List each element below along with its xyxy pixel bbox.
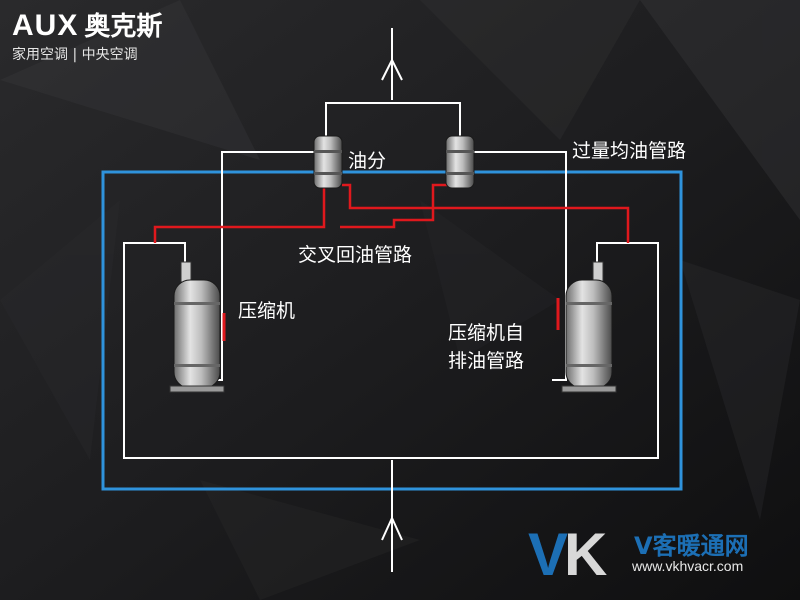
compressor-label: 压缩机 <box>238 300 296 322</box>
watermark-url: www.vkhvacr.com <box>632 558 744 574</box>
brand-logo-text: AUX <box>12 9 79 42</box>
cross-return-label: 交叉回油管路 <box>298 244 413 266</box>
self-discharge-oil-line <box>222 298 560 341</box>
watermark-logo: VK <box>528 520 607 589</box>
inlet-pipe <box>381 460 403 572</box>
oil-separator-left <box>313 135 343 189</box>
watermark-logo-k: K <box>564 521 608 588</box>
self-discharge-label-line1: 压缩机自 <box>448 322 525 344</box>
compressor-left <box>169 261 225 393</box>
compressor-right <box>561 261 617 393</box>
brand-tagline: 家用空调 | 中央空调 <box>12 47 138 63</box>
equalizing-line-label: 过量均油管路 <box>572 140 687 162</box>
oil-separator-right <box>445 135 475 189</box>
outlet-pipe <box>381 28 403 100</box>
oil-separator-label: 油分 <box>348 150 387 172</box>
watermark-logo-v: V <box>528 521 568 588</box>
cross-return-oil-line <box>153 183 630 243</box>
brand-name: 奥克斯 <box>84 12 163 42</box>
self-discharge-label-line2: 排油管路 <box>448 350 525 372</box>
watermark-name: V客暖通网 <box>634 532 749 560</box>
suction-loop <box>123 242 659 459</box>
